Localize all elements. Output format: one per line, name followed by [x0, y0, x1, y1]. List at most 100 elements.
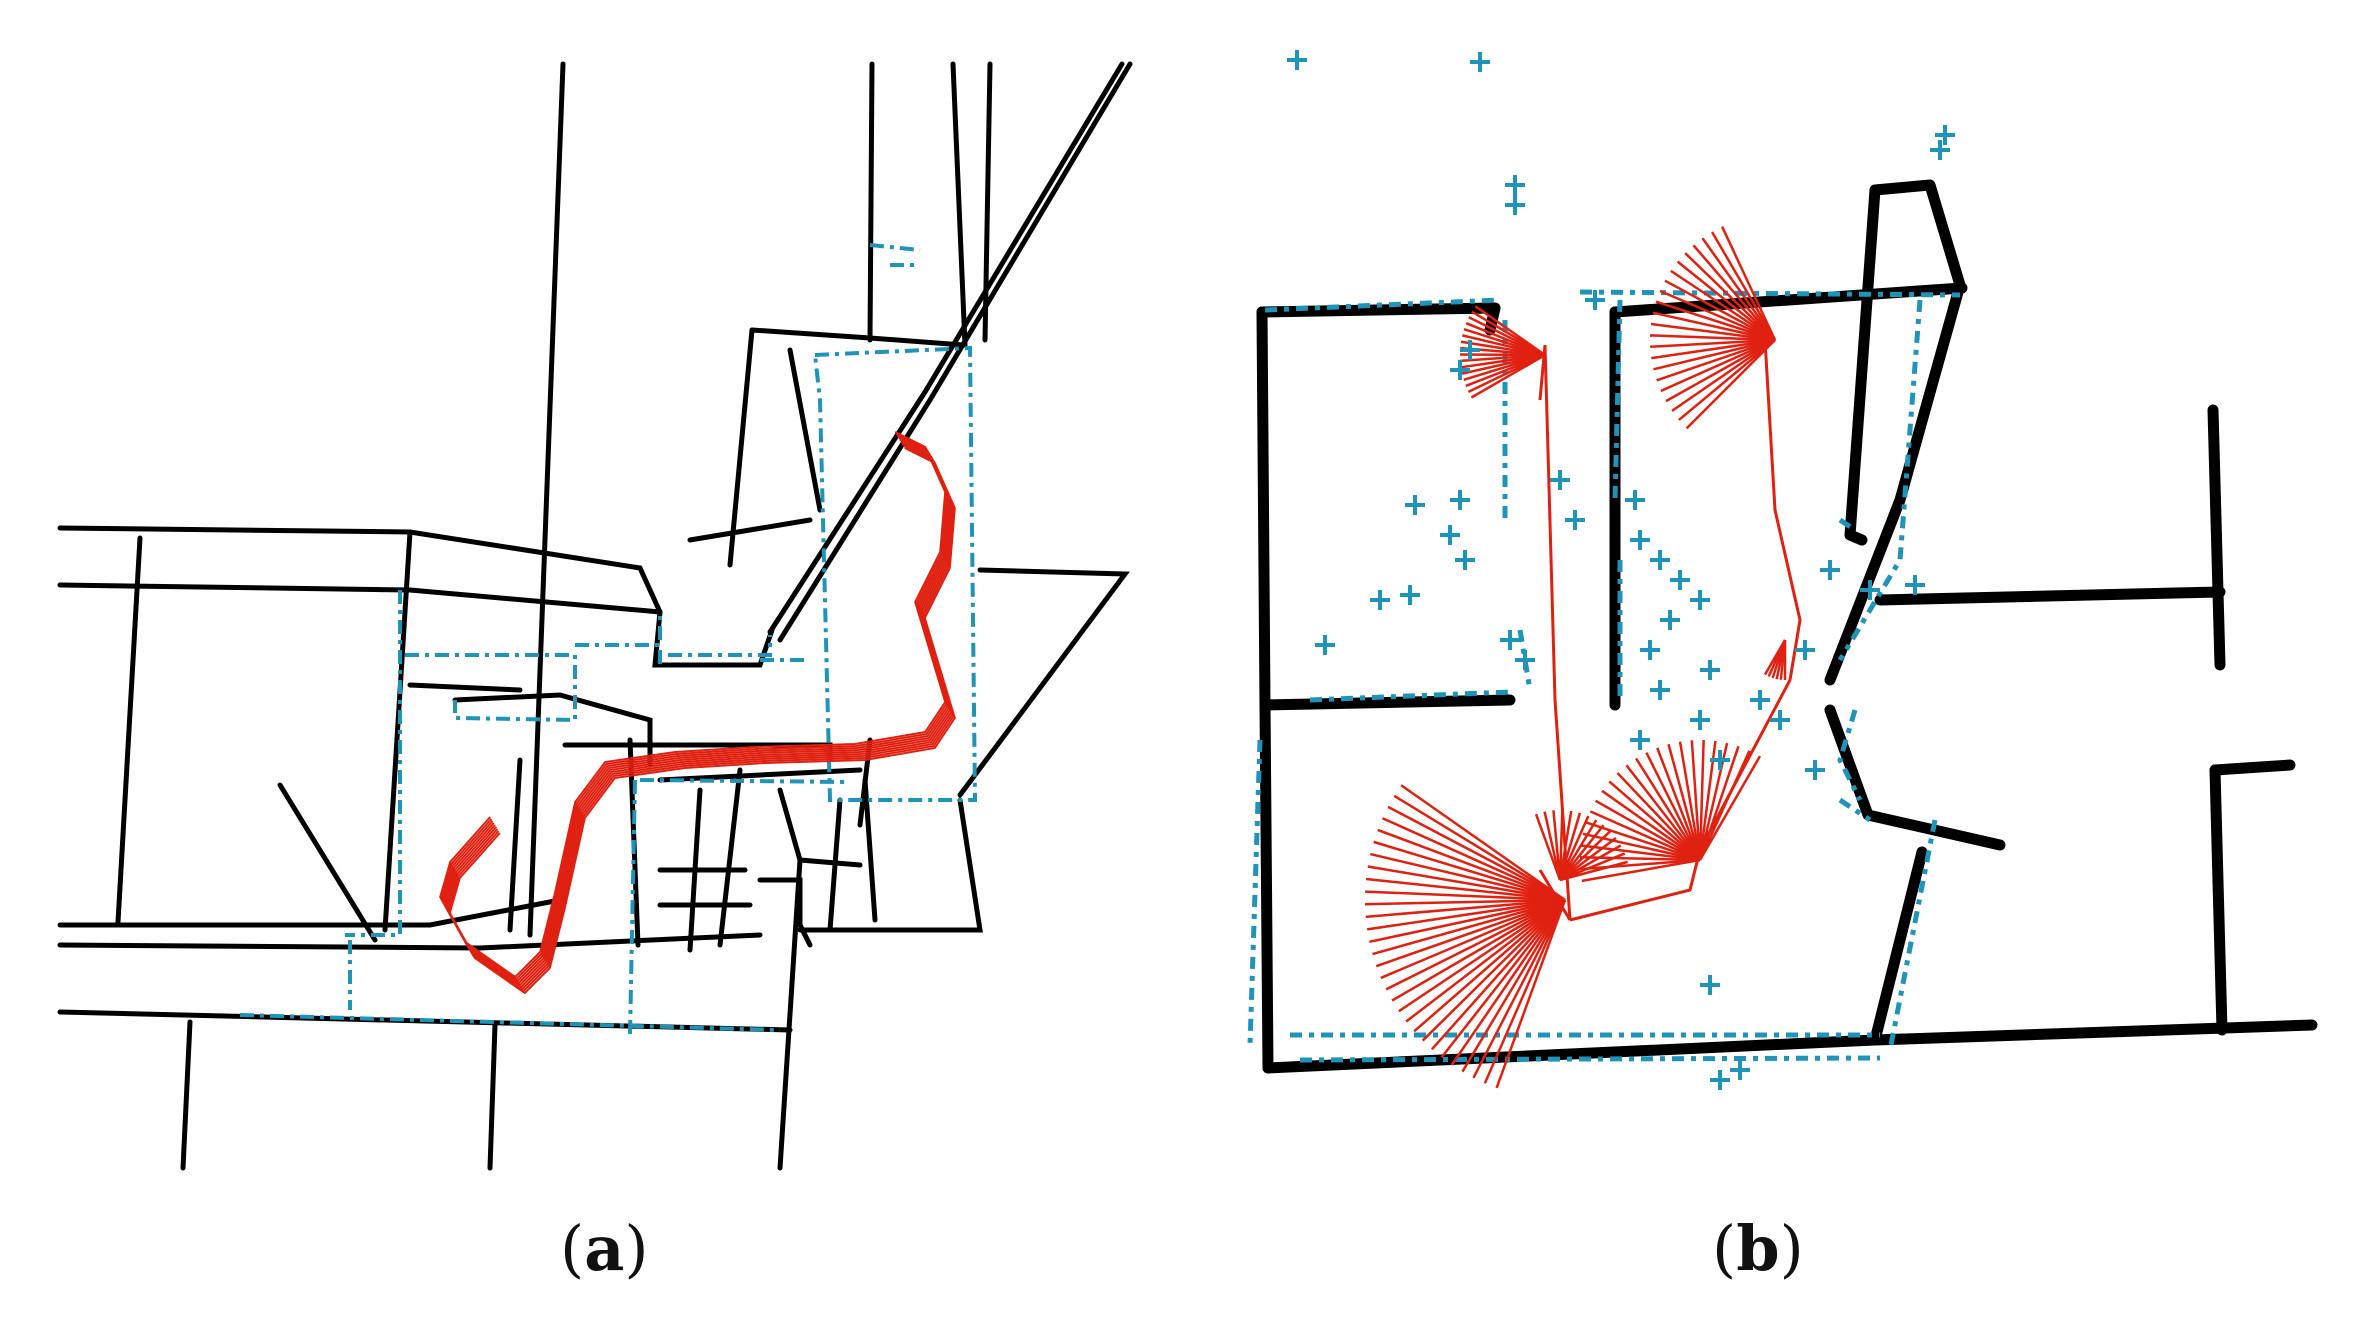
panel-b-walls [1256, 179, 2318, 1074]
pose-arrow [1450, 899, 1567, 1066]
pose-arrow [1684, 252, 1776, 341]
pose-arrow [1635, 757, 1702, 861]
wall-segment [180, 1019, 193, 1171]
pose-arrow [1656, 338, 1776, 382]
wall-segment [749, 327, 966, 348]
wall-segment [1824, 179, 1966, 686]
wall-segment [487, 1022, 498, 1171]
scan-trace [405, 653, 577, 723]
pose-arrow [1558, 810, 1573, 881]
scan-trace [1517, 629, 1533, 691]
pose-arrow [1370, 852, 1566, 902]
pose-arrow [1676, 260, 1776, 341]
pose-arrow [1667, 743, 1702, 861]
pose-arrow [1559, 844, 1622, 882]
wall-segment [57, 525, 663, 615]
wall-segment [407, 682, 523, 693]
wall-segment [57, 897, 563, 928]
wall-segment [527, 61, 566, 938]
pose-arrow [1372, 898, 1566, 956]
wall-segment [757, 877, 813, 948]
wall-segment [1869, 846, 1928, 1046]
pose-arrow [1559, 836, 1617, 881]
wall-segment [767, 61, 1125, 635]
wall-segment [57, 932, 763, 951]
wall-segment [827, 797, 843, 933]
wall-segment [507, 757, 523, 933]
pose-arrow [1671, 338, 1776, 412]
panel-b-scan-points [1247, 289, 1961, 1063]
pose-arrow [1698, 742, 1729, 861]
panel-label-a: (a) [560, 1212, 649, 1285]
scan-trace [345, 590, 402, 937]
pose-arrow [1559, 852, 1626, 882]
wall-segment [2209, 764, 2228, 1036]
trajectory-line [1569, 339, 1802, 922]
pose-arrow [1559, 824, 1605, 881]
pose-arrow [1664, 279, 1776, 342]
pose-arrow [1601, 789, 1701, 862]
wall-segment [382, 529, 413, 933]
pose-arrow [1645, 752, 1702, 861]
pose-arrow [1369, 898, 1566, 944]
pose-arrow [1616, 772, 1701, 861]
scan-trace [1299, 1055, 1881, 1063]
pose-arrow [1558, 815, 1590, 881]
pose-arrow [1483, 899, 1567, 1084]
wall-segment [1824, 704, 2006, 851]
scan-trace [239, 1013, 781, 1032]
pose-arrow [1440, 899, 1566, 1059]
wall-segment [1259, 699, 1274, 1074]
wall-segment [862, 777, 878, 923]
scan-trace [1579, 289, 1961, 298]
pose-arrow [1373, 840, 1566, 902]
pose-arrow [1698, 755, 1762, 861]
wall-segment [657, 767, 863, 783]
scan-trace [1309, 689, 1511, 703]
scan-trace [639, 778, 851, 784]
pose-arrow [1472, 899, 1567, 1079]
scan-trace [1264, 297, 1501, 313]
pose-arrow [1721, 226, 1777, 341]
scan-trace [1838, 517, 1857, 533]
wall-segment [787, 347, 823, 513]
panel-label-b: (b) [1712, 1212, 1804, 1285]
pose-arrow [1405, 899, 1566, 1023]
pose-arrow [1552, 810, 1562, 881]
wall-segment [717, 767, 743, 948]
pose-arrow [1380, 898, 1566, 980]
pose-arrow [1393, 794, 1566, 902]
pose-arrow [1651, 338, 1776, 360]
pose-arrow [1650, 322, 1776, 342]
scan-trace [1247, 739, 1263, 1046]
pose-arrow [1701, 237, 1777, 341]
pose-arrow [1534, 813, 1562, 881]
wall-segment [1874, 586, 2226, 606]
pose-arrow [1660, 338, 1776, 393]
wall-segment [2209, 759, 2296, 776]
pose-arrow [1685, 339, 1776, 430]
scan-trace [1837, 709, 1863, 802]
scan-trace [668, 635, 772, 657]
wall-segment [727, 327, 755, 568]
wall-segment [950, 61, 968, 348]
wall-segment [797, 797, 983, 933]
pose-arrow [1559, 830, 1612, 881]
pose-arrow [1367, 865, 1566, 902]
wall-segment [452, 692, 653, 768]
pose-arrow [1655, 300, 1776, 342]
pose-arrow [1589, 810, 1701, 862]
pose-arrow [1387, 805, 1566, 902]
pose-arrow [1381, 817, 1566, 902]
pose-arrow [1421, 899, 1566, 1042]
pose-arrow [1398, 898, 1566, 1013]
panel-a-trajectory [439, 431, 956, 995]
pose-arrow [1670, 269, 1776, 342]
wall-segment [867, 61, 875, 343]
scan-trace [813, 345, 978, 802]
pose-arrow [1710, 231, 1777, 341]
wall-segment [277, 782, 378, 943]
pose-arrow [1656, 747, 1702, 861]
scan-trace [1887, 819, 1938, 1051]
panel-a-scan-points [239, 243, 978, 1036]
